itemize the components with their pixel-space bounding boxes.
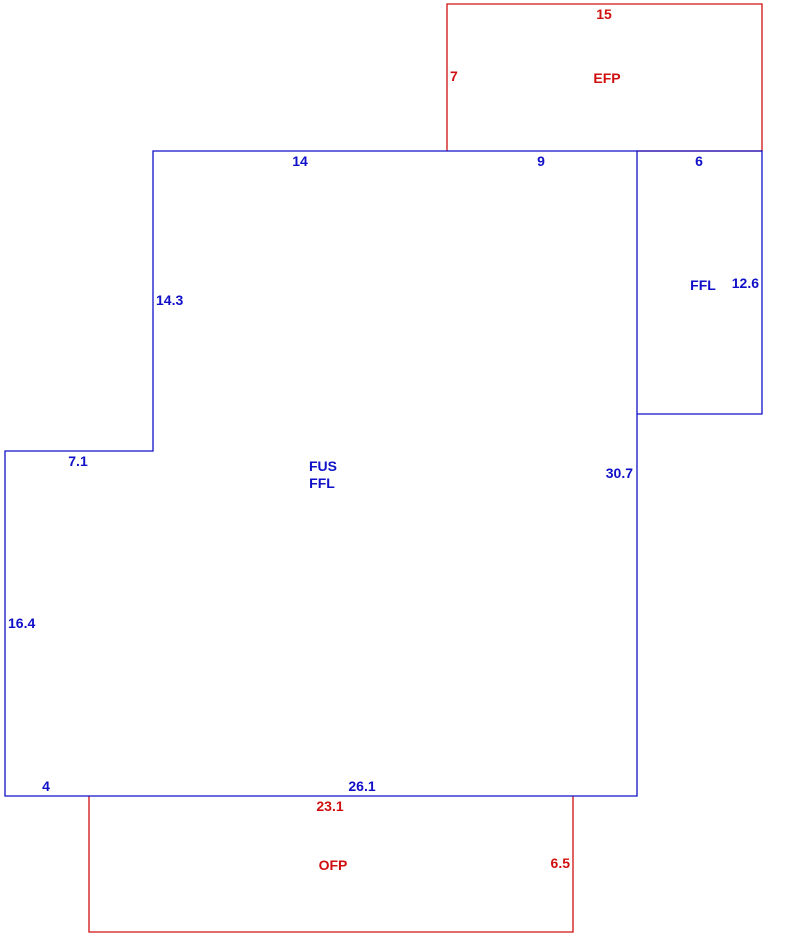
main-building-outline [4,150,638,797]
ofp-top-dimension: 23.1 [316,798,343,814]
main-upper-left-side-dimension: 14.3 [156,292,183,308]
main-bottom-dimension: 26.1 [348,778,375,794]
side-wing-outline [637,150,763,415]
main-right-side-dimension: 30.7 [606,465,633,481]
main-top-left-dimension: 14 [292,153,308,169]
wing-top-dimension: 6 [695,153,703,169]
main-bottom-left-dimension: 4 [42,778,50,794]
efp-side-dimension: 7 [450,68,458,84]
main-top-right-dimension: 9 [537,153,545,169]
wing-side-dimension: 12.6 [732,275,759,291]
efp-top-dimension: 15 [596,6,612,22]
ofp-outline [88,796,574,933]
main-area-code-1: FUS [309,458,337,474]
main-step-dimension: 7.1 [68,453,88,469]
ofp-area-code: OFP [319,857,348,873]
main-area-code-2: FFL [309,475,335,491]
efp-area-code: EFP [593,70,620,86]
wing-area-code: FFL [690,277,716,293]
ofp-side-dimension: 6.5 [551,855,571,871]
main-lower-left-side-dimension: 16.4 [8,615,35,631]
